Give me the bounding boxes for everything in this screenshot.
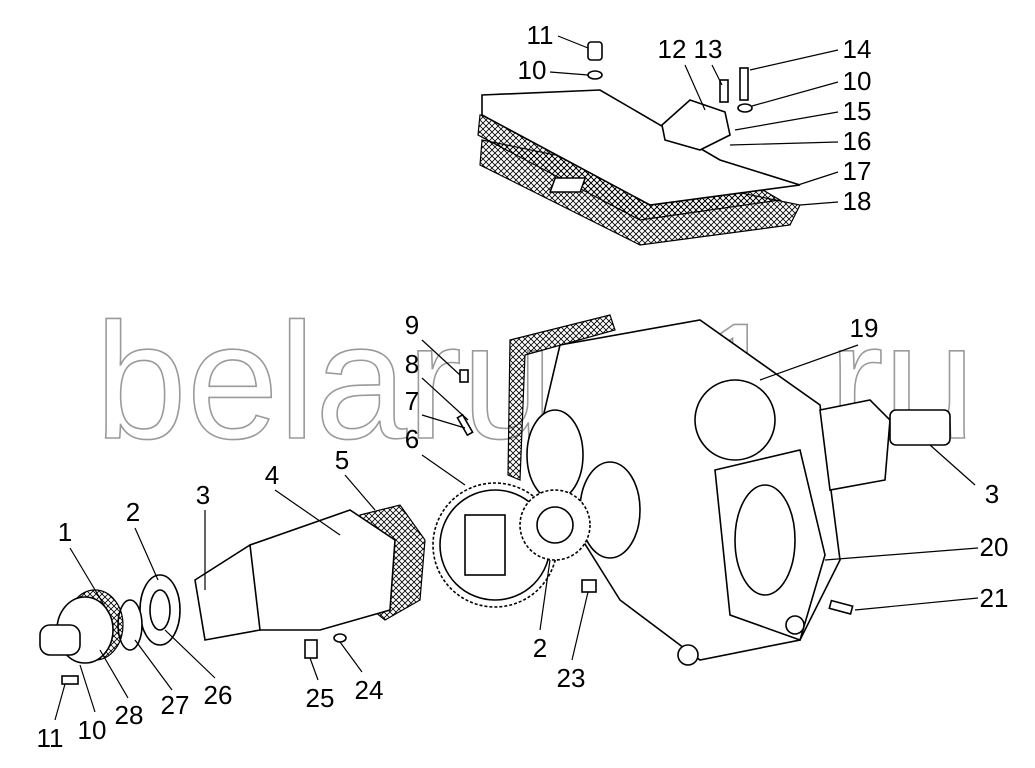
output-shaft-right: [889, 409, 951, 446]
bolt-13: [719, 79, 729, 103]
gearbox-housing: [507, 314, 951, 666]
intermediate-housing-4: [249, 509, 396, 631]
bolt-11-top: [587, 41, 603, 61]
mounting-eye-right: [785, 615, 805, 635]
label-part: 24: [355, 675, 384, 705]
bearing-housing: [194, 543, 261, 641]
label-part: 10: [518, 55, 547, 85]
bolt-14: [739, 67, 749, 101]
internal-gear: [694, 379, 776, 461]
label-part: 27: [161, 690, 190, 720]
cover-housing: [661, 99, 731, 151]
label-part: 11: [37, 723, 64, 753]
bore-middle: [579, 461, 641, 559]
bolt-25: [304, 639, 318, 659]
cover-plate-assembly: [477, 41, 801, 246]
label-part: 21: [980, 583, 1009, 613]
label-part: 2: [126, 497, 140, 527]
bolt-21: [828, 599, 854, 615]
label-part: 19: [850, 313, 879, 343]
label-part: 4: [265, 460, 279, 490]
plug-23: [581, 579, 597, 593]
label-part: 1: [58, 517, 72, 547]
washer-10-top: [587, 70, 603, 80]
label-part: 2: [533, 633, 547, 663]
label-part: 14: [843, 34, 872, 64]
label-part: 15: [843, 96, 872, 126]
label-part: 20: [980, 532, 1009, 562]
gear-train: [39, 369, 854, 685]
pin-9: [459, 369, 469, 383]
label-part: 11: [527, 20, 554, 50]
cover-plate: [481, 89, 801, 206]
label-part: 9: [405, 310, 419, 340]
label-part: 12: [658, 34, 687, 64]
label-part: 10: [843, 66, 872, 96]
gear-2-bore: [536, 506, 574, 544]
label-part: 3: [985, 479, 999, 509]
gear-6-hub: [464, 514, 506, 576]
flange-opening: [734, 484, 796, 596]
bearing-2-bore: [149, 589, 171, 631]
pin-7: [456, 413, 474, 437]
washer-24: [333, 633, 347, 643]
housing-gasket: [507, 314, 616, 481]
label-part: 17: [843, 156, 872, 186]
label-part: 28: [115, 700, 144, 730]
bolt-11-bottom: [61, 675, 79, 685]
label-part: 16: [843, 126, 872, 156]
shaft-end: [39, 624, 81, 656]
mounting-eye: [677, 644, 699, 666]
label-part: 13: [694, 34, 723, 64]
label-part: 6: [405, 424, 419, 454]
plate-opening: [549, 177, 587, 193]
label-part: 10: [78, 715, 107, 745]
label-part: 7: [405, 386, 419, 416]
label-part: 25: [306, 683, 335, 713]
right-side-housing: [819, 399, 891, 491]
washer-10-right: [737, 103, 753, 113]
part-labels: 11 10 12 13 14 10 15 16 17 18 9 8 7 6 19…: [37, 20, 1009, 753]
label-part: 8: [405, 349, 419, 379]
leader-lines: [54, 35, 979, 721]
label-part: 26: [204, 680, 233, 710]
bore-left: [526, 409, 584, 501]
label-part: 23: [557, 663, 586, 693]
label-part: 18: [843, 186, 872, 216]
label-part: 5: [335, 445, 349, 475]
label-part: 3: [196, 480, 210, 510]
